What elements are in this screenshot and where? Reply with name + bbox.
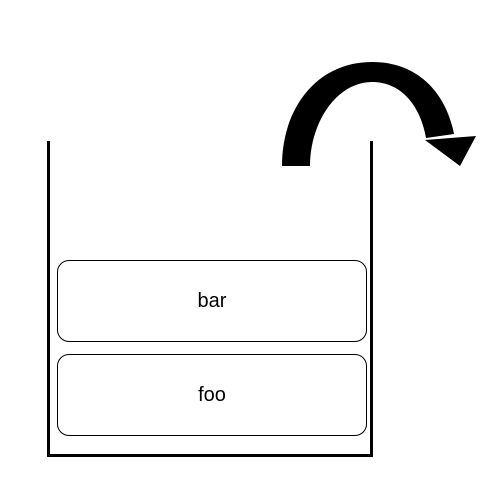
stack-item-label: bar <box>197 289 227 312</box>
stack-item-label: foo <box>198 383 226 406</box>
stack-item-top: bar <box>57 260 367 342</box>
stack-container <box>47 141 373 457</box>
arrow-body <box>282 62 454 166</box>
arrow-head <box>425 136 476 166</box>
stack-item-bottom: foo <box>57 354 367 436</box>
